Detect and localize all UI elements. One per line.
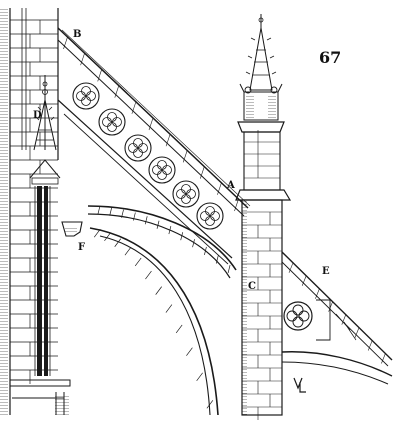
stone-joint	[97, 69, 102, 82]
stone-joint	[93, 228, 101, 238]
stone-joint	[206, 400, 214, 409]
stone-joint	[215, 255, 219, 264]
stone-joint	[114, 85, 120, 98]
label-b: B	[73, 29, 81, 40]
corbel	[61, 221, 83, 237]
stone-joint	[168, 225, 172, 235]
stone-joint	[131, 101, 137, 114]
stone-joint	[182, 150, 188, 163]
stone-joint	[180, 232, 184, 241]
lower-flyer	[281, 251, 393, 385]
stone-joint	[301, 275, 307, 286]
stone-joint	[234, 198, 239, 212]
stone-joint	[109, 207, 113, 216]
stone-joint	[155, 286, 162, 295]
stone-joint	[354, 327, 360, 338]
stone-joint	[165, 134, 171, 147]
stone-joint	[186, 347, 193, 356]
upper-flyer	[57, 27, 251, 265]
stone-joint	[200, 166, 205, 179]
left-wall	[0, 8, 71, 415]
central-pier	[235, 14, 292, 420]
quatrefoil	[172, 180, 200, 208]
stone-joint	[288, 262, 294, 273]
stone-joint	[63, 36, 68, 50]
quatrefoil-tracery	[72, 82, 224, 230]
quatrefoil	[124, 134, 152, 162]
figure-number: 67	[319, 48, 341, 67]
stone-joint	[134, 257, 142, 267]
stone-joint	[227, 264, 231, 274]
stone-joint	[192, 239, 195, 248]
stone-joint	[148, 117, 154, 131]
stone-joint	[315, 288, 320, 299]
main-arch	[87, 205, 237, 416]
quatrefoil	[196, 202, 224, 230]
label-f: F	[78, 242, 85, 253]
stone-joint	[80, 53, 85, 66]
stone-joint	[341, 314, 347, 325]
stone-joint	[196, 372, 203, 382]
stone-joint	[97, 206, 101, 215]
drain-channel	[34, 186, 51, 376]
stone-joint	[133, 212, 136, 221]
stone-joint	[104, 232, 111, 241]
stone-joint	[114, 238, 122, 247]
stone-joint	[144, 216, 148, 225]
label-e: E	[322, 266, 330, 277]
stone-joint	[156, 220, 160, 229]
figure-labels: 67 B D A F C E	[33, 29, 341, 292]
stone-joint	[175, 324, 183, 334]
stone-joint	[217, 182, 222, 195]
wall-pinnacle	[29, 75, 61, 185]
label-c: C	[248, 281, 256, 292]
stone-joint	[204, 246, 207, 256]
label-d: D	[33, 110, 42, 121]
engraver-monogram	[293, 377, 306, 393]
stone-joint	[367, 340, 373, 351]
stone-joint	[381, 353, 386, 364]
label-a: A	[226, 180, 235, 191]
quatrefoil	[98, 108, 126, 136]
stone-joint	[145, 270, 152, 280]
stone-joint	[121, 209, 124, 218]
stone-joint	[165, 304, 173, 313]
quatrefoil	[148, 156, 176, 184]
stone-joint	[328, 301, 333, 312]
quatrefoil	[72, 82, 100, 110]
stone-joint	[124, 246, 132, 256]
